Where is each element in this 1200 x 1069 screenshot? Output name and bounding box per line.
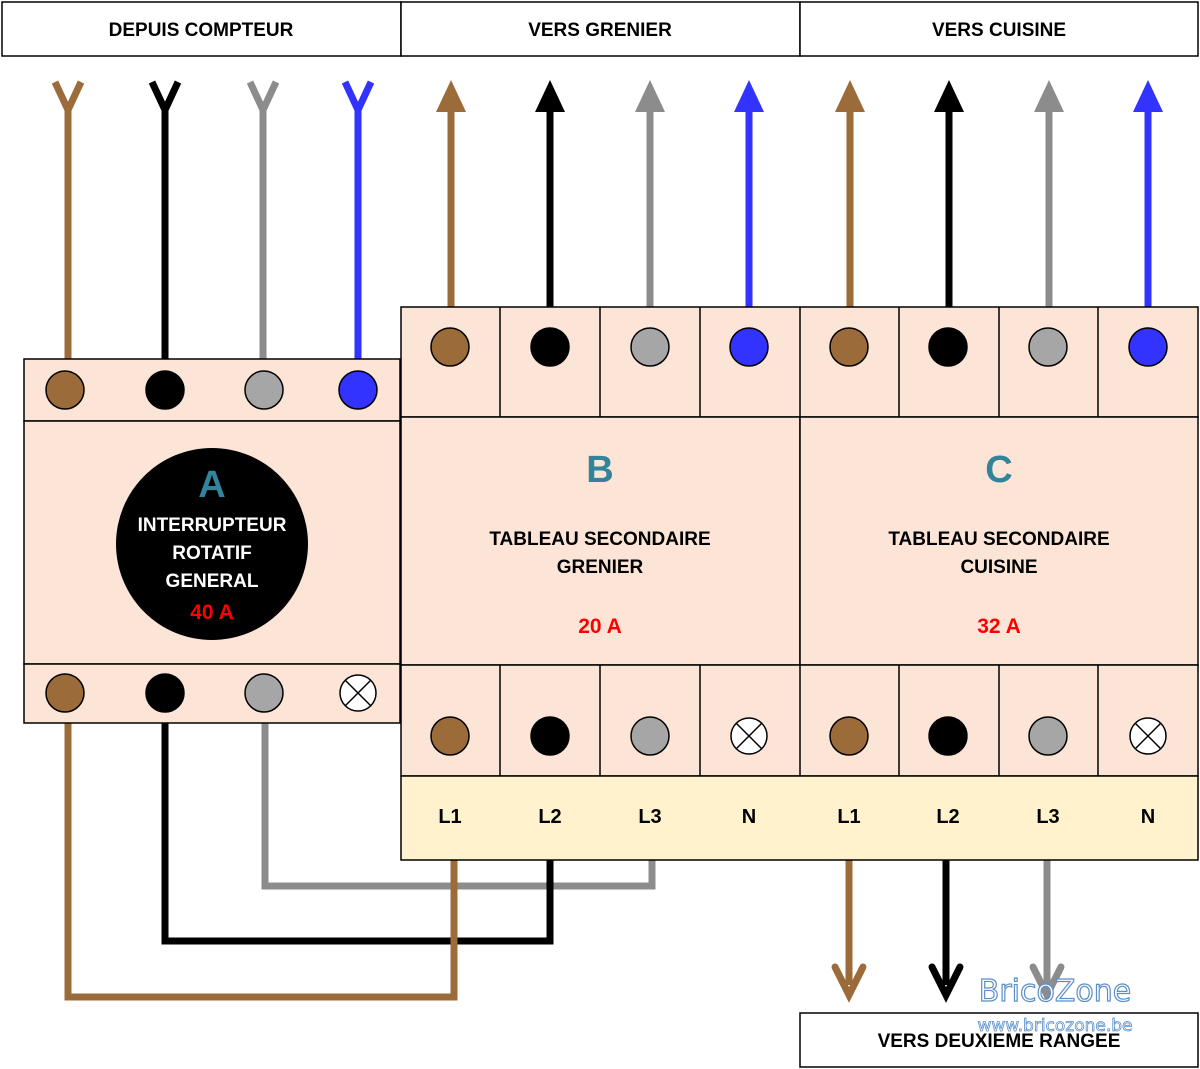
terminal-brown: [829, 327, 869, 367]
module-b-body: [400, 416, 801, 666]
terminal-brown: [45, 673, 85, 713]
terminal-black: [530, 716, 570, 756]
arrow-up-icon: [535, 80, 565, 112]
terminal-gray: [1028, 716, 1068, 756]
header-to-kitchen-box: [799, 1, 1199, 57]
terminal-gray: [1028, 327, 1068, 367]
arrow-up-icon: [635, 80, 665, 112]
terminal-black: [530, 327, 570, 367]
module-a-rating: 40 A: [190, 601, 234, 624]
header-to-attic: VERS GRENIER: [528, 20, 672, 41]
watermark-url: www.bricozone.be: [977, 1016, 1132, 1036]
unused-terminal-icon: [1129, 717, 1167, 755]
watermark: BricoZone www.bricozone.be: [977, 973, 1133, 1036]
header-to-second-row: VERS DEUXIEME RANGEE: [878, 1031, 1121, 1052]
second-row-wires: [845, 860, 1051, 985]
phase-label: L1: [837, 806, 860, 828]
header-from-meter-box: [1, 1, 402, 57]
phase-label: L2: [936, 806, 959, 828]
phase-label: L2: [538, 806, 561, 828]
module-c-line2: CUISINE: [960, 557, 1037, 578]
terminal-gray: [244, 370, 284, 410]
incoming-wires: [51, 80, 375, 362]
terminal-blue: [1128, 327, 1168, 367]
terminal-gray: [244, 673, 284, 713]
phase-label-bus: [400, 775, 1199, 861]
second-row-box: VERS DEUXIEME RANGEE: [799, 1012, 1199, 1068]
arrow-up-icon: [1133, 80, 1163, 112]
module-a-line3: GENERAL: [166, 571, 259, 592]
phase-label: L3: [638, 806, 661, 828]
module-a: A INTERRUPTEUR ROTATIF GENERAL 40 A: [23, 358, 401, 724]
kitchen-arrowheads: [835, 80, 1163, 112]
module-b-letter: B: [586, 449, 613, 491]
unused-terminal-icon: [339, 674, 377, 712]
module-b-line2: GRENIER: [557, 557, 644, 578]
incoming-wire-brown: [51, 80, 85, 362]
arrow-down-icon: [928, 963, 964, 1003]
phase-label: N: [742, 806, 756, 828]
phase-label: N: [1141, 806, 1155, 828]
a-to-b-wire-gray: [261, 722, 656, 890]
terminal-black: [145, 673, 185, 713]
terminal-gray: [630, 716, 670, 756]
phase-label: L1: [438, 806, 461, 828]
header-bar: DEPUIS COMPTEUR VERS GRENIER VERS CUISIN…: [1, 1, 1199, 57]
watermark-brand: BricoZone: [979, 974, 1131, 1009]
module-a-line2: ROTATIF: [172, 543, 252, 564]
module-b-line1: TABLEAU SECONDAIRE: [489, 529, 710, 550]
modules-b-c: B TABLEAU SECONDAIRE GRENIER 20 A C TABL…: [400, 306, 1199, 861]
terminal-black: [145, 370, 185, 410]
terminal-blue: [729, 327, 769, 367]
module-c-letter: C: [985, 449, 1012, 491]
module-b-rating: 20 A: [578, 615, 622, 638]
terminal-blue: [338, 370, 378, 410]
attic-arrowheads: [436, 80, 764, 112]
attic-output-wires: [447, 95, 753, 307]
second-row-box-frame: [799, 1012, 1199, 1068]
arrow-up-icon: [835, 80, 865, 112]
arrow-up-icon: [934, 80, 964, 112]
module-a-bottom-terminals: [23, 663, 401, 724]
arrow-up-icon: [436, 80, 466, 112]
module-a-top-terminals: [23, 358, 401, 422]
terminal-brown: [430, 716, 470, 756]
incoming-wire-blue: [341, 80, 375, 362]
second-row-arrowheads: [831, 963, 1065, 1003]
incoming-wire-gray: [246, 80, 280, 362]
module-c-line1: TABLEAU SECONDAIRE: [888, 529, 1109, 550]
arrow-up-icon: [1034, 80, 1064, 112]
arrow-down-icon: [831, 963, 867, 1003]
incoming-wire-black: [148, 80, 182, 362]
arrow-up-icon: [734, 80, 764, 112]
header-from-meter: DEPUIS COMPTEUR: [109, 20, 294, 41]
a-to-b-wire-black: [161, 722, 554, 945]
header-to-kitchen: VERS CUISINE: [932, 20, 1066, 41]
kitchen-output-wires: [846, 95, 1152, 307]
rotary-switch-icon: [116, 448, 308, 640]
phase-label: L3: [1036, 806, 1059, 828]
terminal-brown: [430, 327, 470, 367]
a-to-b-wire-brown: [64, 722, 458, 1001]
unused-terminal-icon: [730, 717, 768, 755]
module-c-rating: 32 A: [977, 615, 1021, 638]
module-c-body: [799, 416, 1199, 666]
module-a-letter: A: [198, 464, 225, 506]
module-a-line1: INTERRUPTEUR: [138, 515, 287, 536]
terminal-black: [928, 716, 968, 756]
terminal-brown: [829, 716, 869, 756]
arrow-down-icon: [1029, 963, 1065, 1003]
terminal-black: [928, 327, 968, 367]
a-to-b-wiring: [64, 722, 656, 1001]
terminal-gray: [630, 327, 670, 367]
header-to-attic-box: [400, 1, 801, 57]
terminal-brown: [45, 370, 85, 410]
